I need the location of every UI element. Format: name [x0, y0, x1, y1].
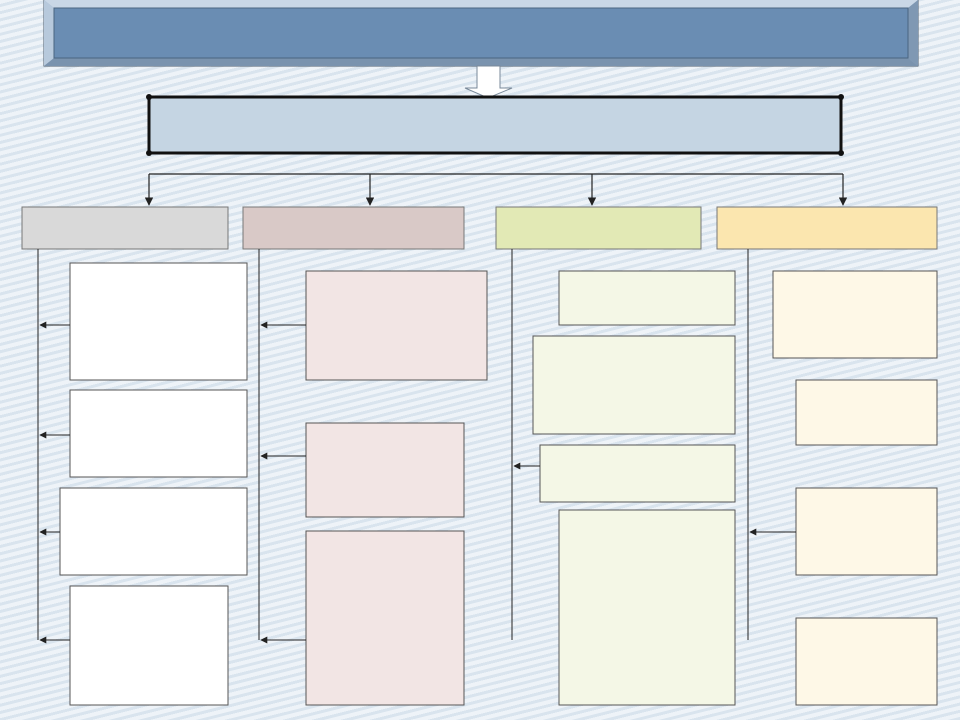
column-header — [242, 206, 465, 250]
item-box — [69, 389, 248, 478]
column-header — [716, 206, 938, 250]
item-box — [795, 487, 938, 576]
item-box — [69, 262, 248, 381]
branch-connectors — [144, 173, 848, 206]
item-box — [305, 422, 465, 518]
item-box — [532, 335, 736, 435]
item-box — [558, 509, 736, 706]
item-box — [59, 487, 248, 576]
column-4 — [716, 206, 938, 706]
item-box — [305, 270, 488, 381]
column-2 — [242, 206, 488, 706]
column-header — [21, 206, 229, 250]
item-box — [795, 617, 938, 706]
column-1 — [21, 206, 248, 706]
item-box — [772, 270, 938, 359]
subtitle-box — [146, 94, 844, 156]
item-box — [305, 530, 465, 706]
item-box — [795, 379, 938, 446]
item-box — [69, 585, 229, 706]
item-box — [539, 444, 736, 503]
columns — [21, 206, 938, 706]
column-3 — [495, 206, 736, 706]
down-arrow-icon — [464, 65, 513, 99]
column-header — [495, 206, 702, 250]
header-banner — [43, 0, 919, 67]
item-box — [558, 270, 736, 326]
